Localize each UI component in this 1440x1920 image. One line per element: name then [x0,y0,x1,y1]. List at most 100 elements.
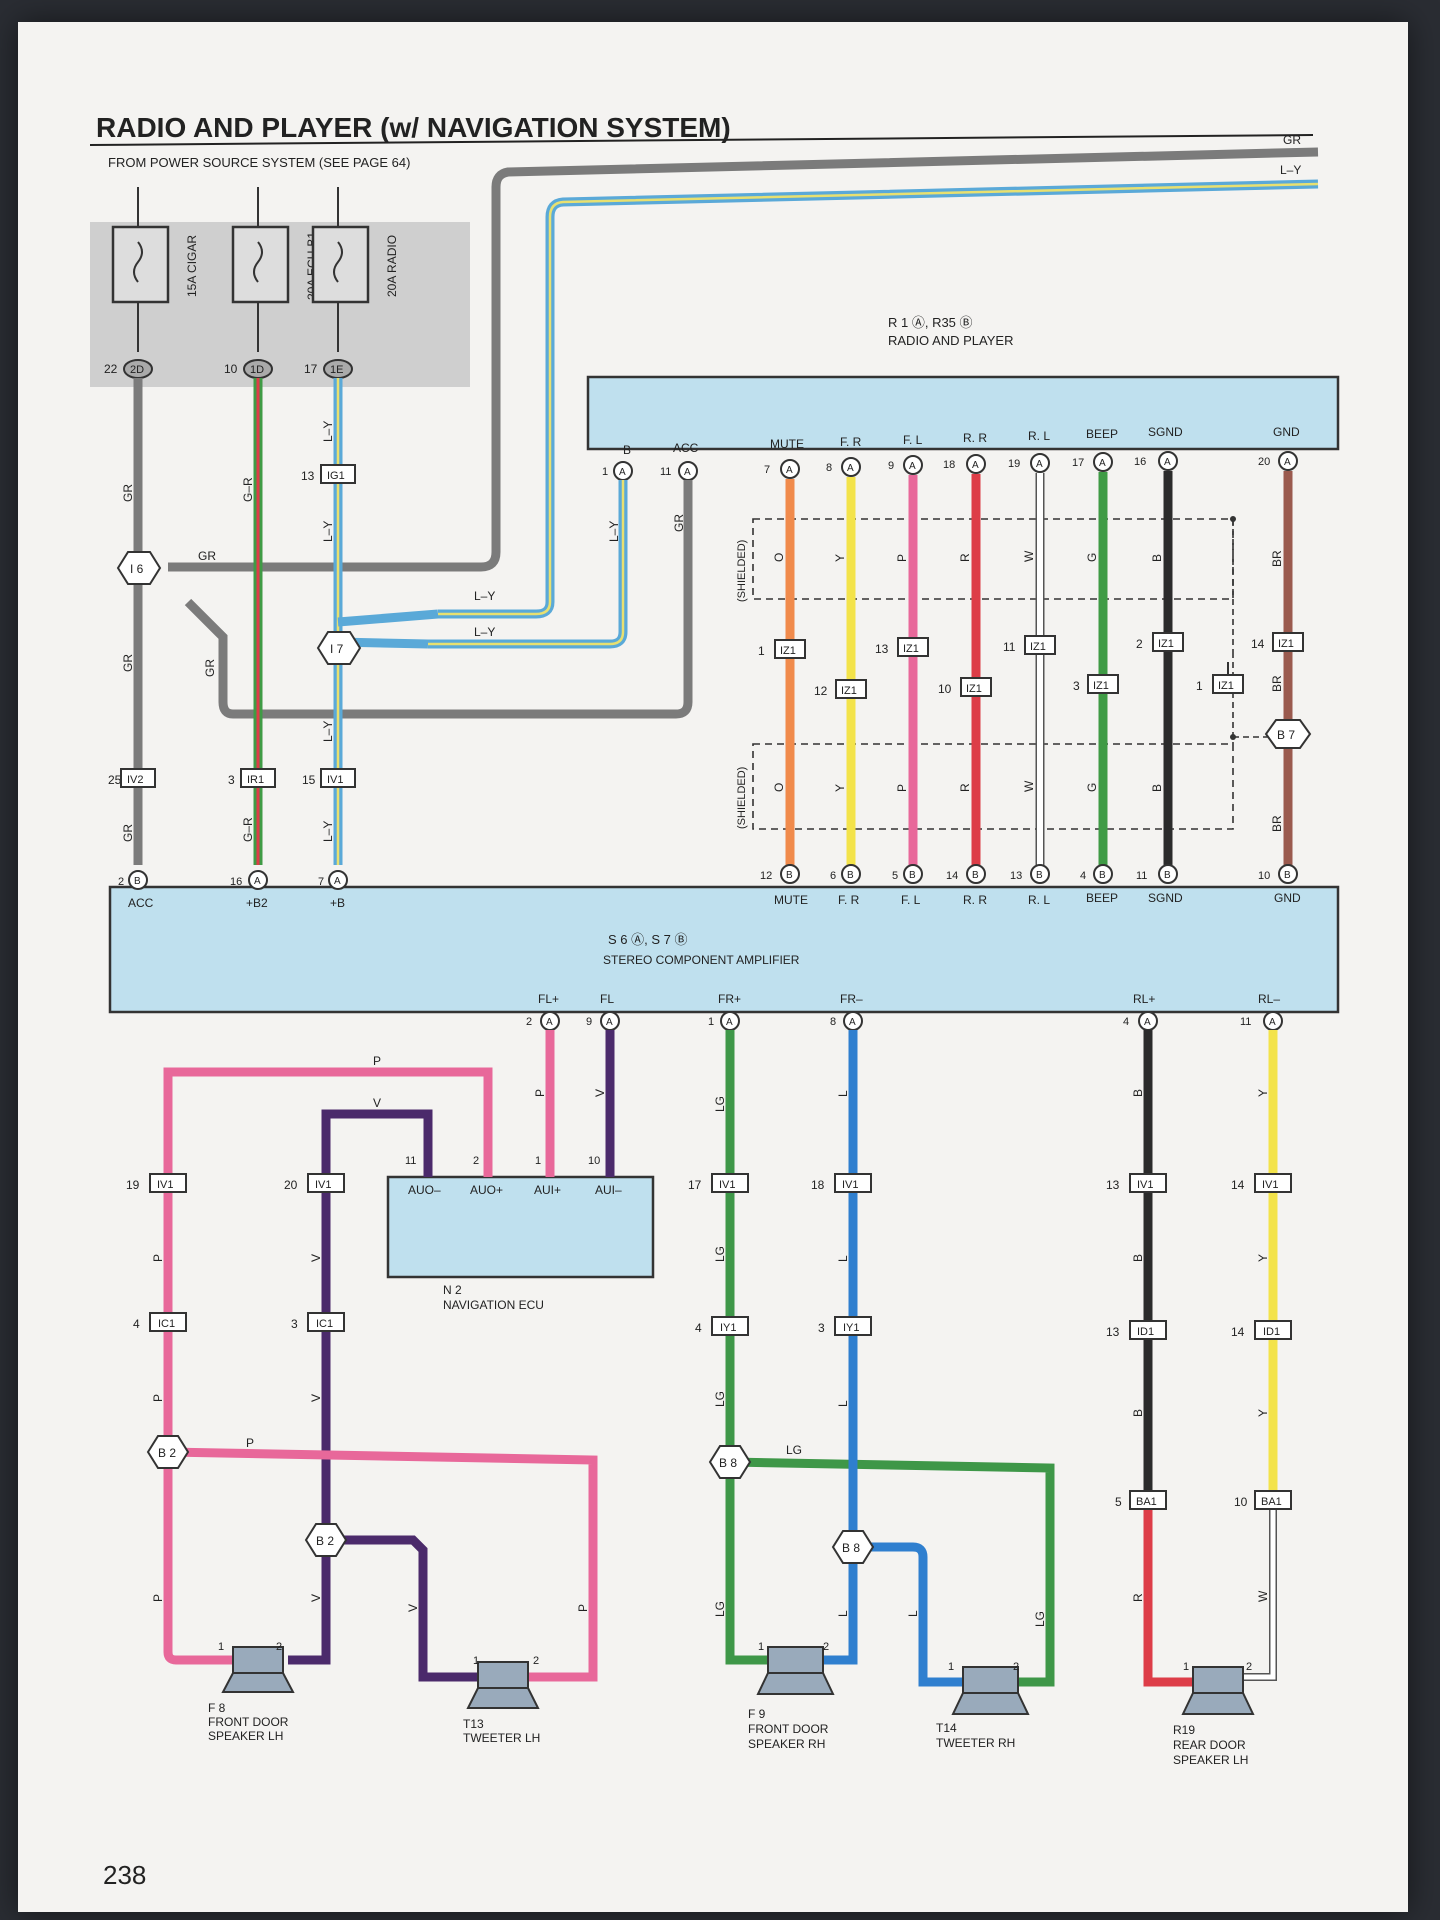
svg-text:V: V [309,1254,323,1262]
svg-text:13: 13 [301,469,315,483]
nav-ecu-code: N 2 [443,1283,462,1297]
amp-top-pins: 2 B ACC 16 A +B2 7 A +B 12 B MUTE 6 B F.… [118,864,1301,910]
svg-text:FL+: FL+ [538,992,559,1006]
svg-text:R. L: R. L [1028,893,1050,907]
page-number: 238 [103,1860,146,1890]
svg-text:GR: GR [121,654,135,672]
svg-text:IV1: IV1 [1137,1179,1154,1191]
svg-text:13: 13 [1106,1178,1120,1192]
svg-text:LG: LG [713,1096,727,1112]
svg-text:10: 10 [1258,870,1270,882]
svg-text:4: 4 [133,1317,140,1331]
svg-text:7: 7 [318,876,324,888]
svg-text:IV1: IV1 [842,1179,859,1191]
junction-b2-purple [304,1523,348,1557]
svg-text:REAR DOOR: REAR DOOR [1173,1738,1246,1752]
svg-text:11: 11 [1240,1016,1251,1028]
svg-text:IG1: IG1 [327,470,345,482]
svg-text:FRONT DOOR: FRONT DOOR [208,1715,289,1729]
svg-text:G–R: G–R [241,477,255,502]
svg-text:W: W [1022,550,1036,562]
shield-box-lower [752,743,1234,830]
svg-text:V: V [309,1394,323,1402]
svg-text:L: L [836,1400,850,1407]
svg-text:+B: +B [330,896,345,910]
svg-text:A: A [1099,458,1106,469]
svg-text:V: V [593,1089,607,1097]
radio-code: R 1 Ⓐ, R35 Ⓑ [888,315,973,330]
svg-text:GND: GND [1273,425,1300,439]
signal-wires [785,471,1293,865]
lower-connectors: 19 IV1 20 IV1 17 IV1 18 IV1 13 IV1 14 IV… [126,1173,1292,1510]
svg-text:B: B [1164,870,1171,881]
svg-text:P: P [533,1089,547,1097]
svg-text:1: 1 [535,1155,541,1167]
svg-text:+B2: +B2 [246,896,268,910]
junction-b7 [1264,719,1312,749]
svg-text:6: 6 [830,870,836,882]
svg-text:4: 4 [1123,1016,1129,1028]
svg-text:ID1: ID1 [1263,1326,1280,1338]
svg-text:3: 3 [1073,679,1080,693]
svg-text:1: 1 [1183,1661,1189,1673]
svg-text:IZ1: IZ1 [1278,638,1294,650]
svg-text:B: B [972,870,979,881]
svg-text:W: W [1022,780,1036,792]
svg-text:R: R [958,783,972,792]
svg-text:IZ1: IZ1 [1218,680,1234,692]
svg-text:12: 12 [814,684,828,698]
svg-text:B 2: B 2 [316,1534,334,1548]
svg-text:15: 15 [302,773,316,787]
svg-text:8: 8 [826,462,832,474]
svg-text:2: 2 [1013,1661,1019,1673]
svg-text:RL+: RL+ [1133,992,1155,1006]
svg-text:B 8: B 8 [842,1541,860,1555]
svg-text:GR: GR [672,514,686,532]
svg-text:BA1: BA1 [1261,1496,1282,1508]
nav-ecu-name: NAVIGATION ECU [443,1298,544,1312]
radio-terminals: B ACC MUTE F. R F. L R. R R. L BEEP SGND… [623,425,1300,457]
svg-text:10: 10 [938,682,952,696]
iz1-connectors: 1 IZ1 12 IZ1 13 IZ1 10 IZ1 11 IZ1 3 IZ1 … [758,632,1304,699]
svg-text:IZ1: IZ1 [780,645,796,657]
svg-text:2: 2 [276,1641,282,1653]
svg-text:L–Y: L–Y [321,821,335,842]
svg-text:A: A [619,467,626,478]
svg-text:2: 2 [533,1655,539,1667]
junction-b2-pink [146,1435,190,1469]
svg-text:B: B [623,443,631,457]
svg-text:IZ1: IZ1 [1158,638,1174,650]
svg-text:F 9: F 9 [748,1707,766,1721]
svg-text:Y: Y [1256,1254,1270,1262]
svg-text:GR: GR [121,484,135,502]
svg-text:LG: LG [713,1601,727,1617]
svg-text:IZ1: IZ1 [841,685,857,697]
svg-text:AUO+: AUO+ [470,1183,503,1197]
svg-text:B 7: B 7 [1277,728,1295,742]
svg-text:2: 2 [1246,1661,1252,1673]
svg-text:SPEAKER RH: SPEAKER RH [748,1737,825,1751]
svg-text:FR–: FR– [840,992,863,1006]
svg-text:GND: GND [1274,891,1301,905]
svg-text:L–Y: L–Y [1280,163,1301,177]
svg-text:A: A [786,465,793,476]
svg-text:IZ1: IZ1 [966,683,982,695]
svg-text:BR: BR [1270,675,1284,692]
svg-text:ACC: ACC [673,441,699,455]
svg-text:L: L [906,1610,920,1617]
svg-text:V: V [406,1604,420,1612]
svg-text:L–Y: L–Y [474,589,495,603]
svg-text:10: 10 [588,1155,600,1167]
svg-text:P: P [895,554,909,562]
svg-text:14: 14 [1251,637,1265,651]
svg-text:IC1: IC1 [316,1318,333,1330]
svg-text:R. L: R. L [1028,429,1050,443]
svg-text:B: B [1131,1089,1145,1097]
svg-text:R: R [1131,1593,1145,1602]
svg-text:P: P [151,1254,165,1262]
svg-text:8: 8 [830,1016,836,1028]
svg-text:LG: LG [713,1391,727,1407]
svg-text:Y: Y [1256,1089,1270,1097]
svg-text:17: 17 [304,362,318,376]
